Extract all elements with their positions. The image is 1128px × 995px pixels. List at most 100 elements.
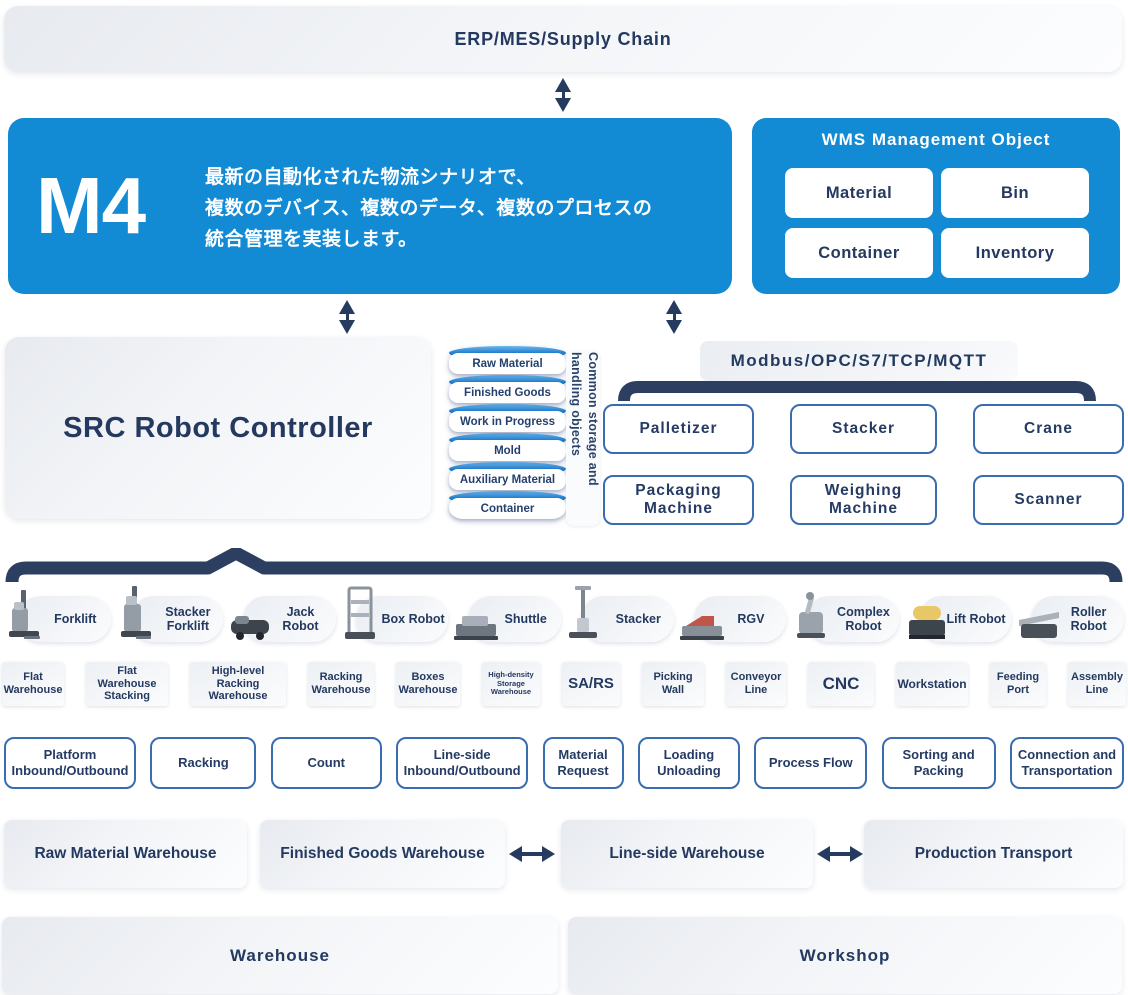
protocols-bracket: [618, 381, 1096, 401]
device-crane: Crane: [973, 404, 1124, 454]
wms-item-inventory: Inventory: [941, 228, 1089, 278]
warehouse-finished-goods: Finished Goods Warehouse: [260, 820, 505, 888]
zone-label: Warehouse: [229, 945, 330, 965]
m4-devices-link-arrow: [666, 300, 683, 334]
facility-conveyor-line: Conveyor Line: [726, 662, 786, 706]
wms-item-label: Inventory: [975, 243, 1055, 262]
facility-assembly-line: Assembly Line: [1068, 662, 1126, 706]
storage-disk-label: Work in Progress: [449, 411, 566, 432]
robot-item-lift-robot: Lift Robot: [905, 586, 1012, 648]
facility-picking-wall: Picking Wall: [642, 662, 704, 706]
zone-label: Workshop: [799, 945, 891, 965]
wms-item-container: Container: [785, 228, 933, 278]
robot-label: RGV: [737, 612, 765, 626]
device-label: Packaging Machine: [635, 482, 722, 517]
erp-bar-label: ERP/MES/Supply Chain: [454, 28, 672, 49]
process-loading-unloading: Loading Unloading: [637, 737, 740, 789]
wms-panel-title: WMS Management Object: [821, 130, 1051, 149]
device-weighing-machine: Weighing Machine: [790, 475, 937, 525]
process-sorting-and-packing: Sorting and Packing: [881, 737, 996, 789]
device-label: Stacker: [831, 420, 895, 438]
device-label: Scanner: [1014, 491, 1083, 509]
m4-description-line: 複数のデバイス、複数のデータ、複数のプロセスの: [205, 198, 653, 219]
protocols-label: Modbus/OPC/S7/TCP/MQTT: [730, 351, 988, 370]
storage-disk: Mold: [449, 433, 566, 462]
robot-label: Shuttle: [504, 612, 547, 626]
robot-label: Roller Robot: [1070, 605, 1107, 633]
storage-disk: Finished Goods: [449, 375, 566, 404]
storage-caption-backing: [566, 350, 600, 526]
facility-boxes-warehouse: Boxes Warehouse: [396, 662, 460, 706]
robot-item-roller-robot: Roller Robot: [1017, 586, 1124, 648]
flow-arrow: [509, 846, 555, 862]
facility-high-density-storage-warehouse: High-density Storage Warehouse: [482, 662, 540, 706]
robot-label: Box Robot: [381, 612, 445, 626]
facility-flat-warehouse-stacking: Flat Warehouse Stacking: [86, 662, 168, 706]
storage-disk-label: Container: [449, 498, 566, 519]
lift-robot-icon: [908, 606, 945, 639]
storage-disk: Raw Material: [449, 346, 566, 375]
shuttle-icon: [454, 616, 499, 640]
storage-disk: Auxiliary Material: [449, 462, 566, 491]
process-process-flow: Process Flow: [754, 737, 868, 789]
zone-warehouse: Warehouse: [2, 917, 558, 994]
rgv-icon: [679, 616, 724, 640]
processes-row: Platform Inbound/Outbound Racking Count …: [4, 737, 1124, 789]
box-robot-icon: [344, 586, 375, 639]
device-label: Palletizer: [639, 420, 718, 438]
process-connection-and-transportation: Connection and Transportation: [1010, 737, 1124, 789]
robot-label: Forklift: [54, 612, 97, 626]
facility-flat-warehouse: Flat Warehouse: [2, 662, 64, 706]
wms-item-label: Bin: [1000, 183, 1030, 202]
storage-cylinder-stack: Raw Material Finished Goods Work in Prog…: [449, 346, 566, 520]
m4-description: 最新の自動化された物流シナリオで、 複数のデバイス、複数のデータ、複数のプロセス…: [205, 162, 652, 255]
robot-item-complex-robot: Complex Robot: [792, 586, 899, 648]
process-platform-inbound-outbound: Platform Inbound/Outbound: [4, 737, 136, 789]
robot-item-jack-robot: Jack Robot: [229, 586, 336, 648]
facilities-row: Flat Warehouse Flat Warehouse Stacking H…: [2, 662, 1126, 706]
roller-robot-icon: [1019, 612, 1060, 638]
zone-workshop: Workshop: [568, 917, 1122, 994]
storage-disk-label: Mold: [449, 440, 566, 461]
warehouse-raw-material: Raw Material Warehouse: [4, 820, 247, 888]
wms-item-material: Material: [785, 168, 933, 218]
storage-disk: Work in Progress: [449, 404, 566, 433]
warehouse-node-label: Finished Goods Warehouse: [280, 845, 485, 862]
device-label: Crane: [1024, 420, 1073, 438]
robot-item-shuttle: Shuttle: [454, 586, 561, 648]
stacker-icon: [568, 586, 597, 638]
m4-panel: [8, 118, 732, 294]
storage-caption: Common storage and handling objects: [567, 352, 601, 528]
storage-disk-label: Raw Material: [449, 353, 566, 374]
wms-item-bin: Bin: [941, 168, 1089, 218]
robot-item-stacker: Stacker: [567, 586, 674, 648]
forklift-icon: [9, 590, 40, 639]
wms-item-label: Material: [825, 183, 893, 202]
wms-item-label: Container: [818, 243, 900, 262]
robot-label: Jack Robot: [282, 605, 319, 633]
robot-label: Complex Robot: [837, 605, 890, 633]
robot-label: Stacker Forklift: [165, 605, 211, 633]
facility-feeding-port: Feeding Port: [990, 662, 1046, 706]
storage-disk-label: Auxiliary Material: [449, 469, 566, 490]
device-scanner: Scanner: [973, 475, 1124, 525]
process-material-request: Material Request: [542, 737, 624, 789]
stacker-forklift-icon: [120, 586, 151, 639]
robot-item-forklift: Forklift: [4, 586, 111, 648]
warehouse-production-transport: Production Transport: [864, 820, 1123, 888]
robots-bracket: [5, 548, 1123, 582]
robots-row: Forklift Stacker Forklift Jack Robot Box…: [4, 586, 1124, 648]
robot-item-stacker-forklift: Stacker Forklift: [117, 586, 224, 648]
device-palletizer: Palletizer: [603, 404, 754, 454]
warehouse-node-label: Production Transport: [914, 845, 1073, 862]
warehouse-node-label: Raw Material Warehouse: [34, 845, 217, 862]
robot-label: Stacker: [615, 612, 661, 626]
src-controller-label: SRC Robot Controller: [63, 411, 373, 444]
device-stacker: Stacker: [790, 404, 937, 454]
storage-caption-text: Common storage and handling objects: [569, 352, 600, 486]
src-robot-controller-box: SRC Robot Controller: [5, 337, 431, 519]
facility-workstation: Workstation: [896, 662, 968, 706]
facility-cnc: CNC: [808, 662, 874, 706]
m4-description-line: 統合管理を実装します。: [205, 229, 418, 250]
